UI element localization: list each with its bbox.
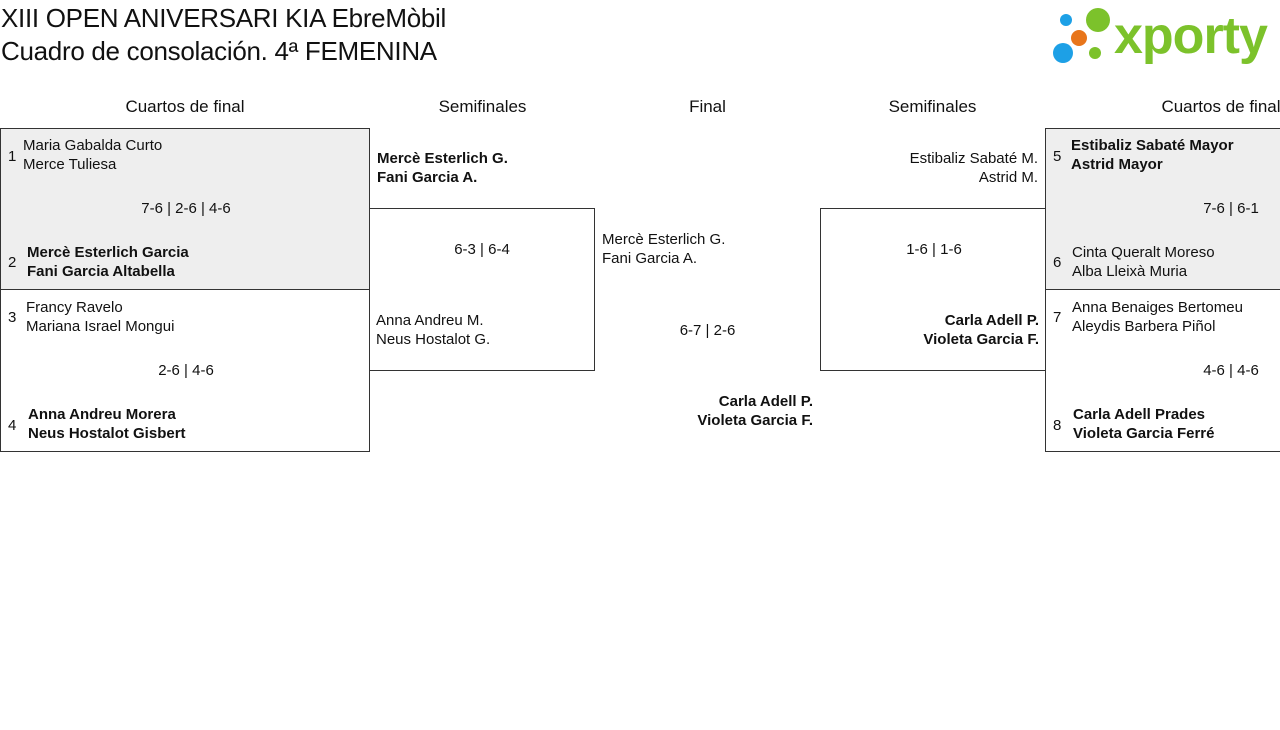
match-score: 6-3 | 6-4 [454,241,510,258]
player-name: Aleydis Barbera Piñol [1072,318,1216,335]
seed-number: 8 [1053,417,1062,434]
sf-right-top-team: Estibaliz Sabaté M. Astrid M. [830,149,1038,187]
team-entry: Anna Benaiges Bertomeu Aleydis Barbera P… [1072,298,1243,336]
seed-number: 7 [1053,309,1062,326]
player-name: Fani Garcia A. [377,169,478,186]
match-score: 4-6 | 4-6 [1203,362,1259,379]
player-name: Maria Gabalda Curto [23,137,163,154]
seed-number: 5 [1053,148,1062,165]
xporty-logo: xporty [1050,4,1280,68]
player-name: Mercè Esterlich G. [377,150,508,167]
header-sf-right: Semifinales [888,97,977,116]
team-entry-winner: Mercè Esterlich Garcia Fani Garcia Altab… [27,243,189,281]
seed-number: 4 [8,417,17,434]
header-qf-left: Cuartos de final [125,97,245,116]
player-name: Anna Andreu Morera [28,406,176,423]
player-name: Astrid Mayor [1071,156,1163,173]
sf-left-top-team: Mercè Esterlich G. Fani Garcia A. [377,149,508,187]
team-entry-winner: Estibaliz Sabaté Mayor Astrid Mayor [1071,136,1234,174]
seed-number: 1 [8,148,17,165]
header-qf-right: Cuartos de final [1161,97,1280,116]
draw-subtitle: Cuadro de consolación. 4ª FEMENINA [1,36,437,66]
event-title: XIII OPEN ANIVERSARI KIA EbreMòbil [1,3,446,33]
match-score: 2-6 | 4-6 [158,362,214,379]
player-name: Violeta Garcia F. [697,412,813,429]
player-name: Estibaliz Sabaté M. [909,150,1038,167]
seed-number: 6 [1053,254,1062,271]
qf-left-match-2: 3 Francy Ravelo Mariana Israel Mongui 2-… [0,289,370,452]
match-score: 1-6 | 1-6 [906,241,962,258]
seed-number: 3 [8,309,17,326]
player-name: Neus Hostalot G. [376,331,491,348]
sf-left-match: 6-3 | 6-4 Anna Andreu M. Neus Hostalot G… [369,208,595,371]
player-name: Mercè Esterlich G. [602,231,726,248]
player-name: Estibaliz Sabaté Mayor [1071,137,1234,154]
player-name: Fani Garcia A. [602,250,698,267]
player-name: Fani Garcia Altabella [27,263,175,280]
player-name: Anna Benaiges Bertomeu [1072,299,1243,316]
qf-left-match-1: 1 Maria Gabalda Curto Merce Tuliesa 7-6 … [0,128,370,290]
final-score: 6-7 | 2-6 [679,322,736,339]
header-sf-left: Semifinales [438,97,527,116]
team-entry-winner: Anna Andreu Morera Neus Hostalot Gisbert [28,405,186,443]
player-name: Mariana Israel Mongui [26,318,175,335]
team-entry: Cinta Queralt Moreso Alba Lleixà Muria [1072,243,1215,281]
seed-number: 2 [8,254,17,271]
player-name: Francy Ravelo [26,299,123,316]
player-name: Alba Lleixà Muria [1072,263,1188,280]
match-score: 7-6 | 6-1 [1203,200,1259,217]
player-name: Neus Hostalot Gisbert [28,425,186,442]
header-final: Final [689,97,726,116]
logo-dots-icon [1053,8,1110,63]
player-name: Carla Adell P. [718,393,813,410]
sf-right-bottom-team: Carla Adell P. Violeta Garcia F. [831,311,1039,349]
match-score: 7-6 | 2-6 | 4-6 [141,200,231,217]
player-name: Cinta Queralt Moreso [1072,244,1215,261]
player-name: Violeta Garcia Ferré [1073,425,1215,442]
team-entry: Francy Ravelo Mariana Israel Mongui [26,298,174,336]
logo-wordmark: xporty [1114,7,1268,65]
sf-right-match: 1-6 | 1-6 Carla Adell P. Violeta Garcia … [820,208,1046,371]
player-name: Astrid M. [978,169,1038,186]
qf-right-match-2: 7 Anna Benaiges Bertomeu Aleydis Barbera… [1045,289,1280,452]
player-name: Carla Adell P. [944,312,1039,329]
final-left-team: Mercè Esterlich G. Fani Garcia A. [602,230,725,268]
final-winner-team: Carla Adell P. Violeta Garcia F. [600,392,813,430]
team-entry: Maria Gabalda Curto Merce Tuliesa [23,136,162,174]
team-entry-winner: Carla Adell Prades Violeta Garcia Ferré [1073,405,1214,443]
qf-right-match-1: 5 Estibaliz Sabaté Mayor Astrid Mayor 7-… [1045,128,1280,290]
sf-left-bottom-team: Anna Andreu M. Neus Hostalot G. [376,311,490,349]
player-name: Carla Adell Prades [1073,406,1206,423]
player-name: Anna Andreu M. [376,312,484,329]
player-name: Violeta Garcia F. [923,331,1039,348]
player-name: Merce Tuliesa [23,156,117,173]
player-name: Mercè Esterlich Garcia [27,244,189,261]
